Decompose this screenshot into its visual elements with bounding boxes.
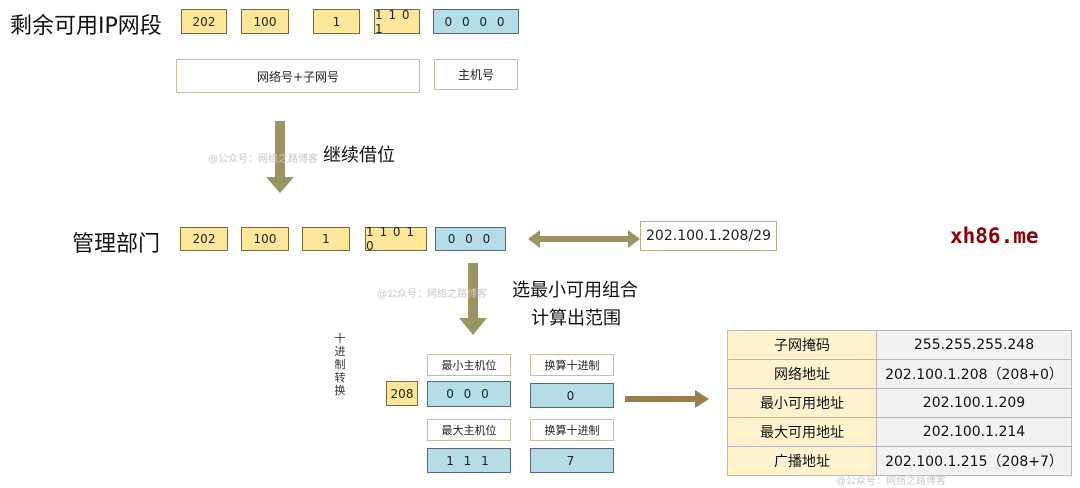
- table-row: 子网掩码 255.255.255.248: [727, 330, 1072, 360]
- row-value: 202.100.1.214: [876, 417, 1072, 447]
- min-decimal: 0: [530, 383, 614, 408]
- min-host-bits: 0 0 0: [427, 381, 511, 407]
- octet-3: 1: [313, 9, 360, 34]
- max-decimal: 7: [530, 448, 614, 473]
- network-subnet-label: 网络号+子网号: [176, 59, 420, 93]
- result-table: 子网掩码 255.255.255.248 网络地址 202.100.1.208（…: [727, 330, 1072, 476]
- double-arrow-icon: [528, 230, 640, 248]
- host-label: 主机号: [434, 59, 518, 90]
- remaining-segment-title: 剩余可用IP网段: [10, 14, 162, 39]
- subnet-bits: 1 1 0 1: [374, 8, 420, 36]
- cidr-box: 202.100.1.208/29: [640, 221, 777, 251]
- watermark: @公众号：网络之路博客: [377, 289, 487, 300]
- max-host-label: 最大主机位: [427, 419, 511, 441]
- table-row: 网络地址 202.100.1.208（208+0）: [727, 359, 1072, 389]
- max-host-bits: 1 1 1: [427, 448, 511, 473]
- table-row: 广播地址 202.100.1.215（208+7）: [727, 446, 1072, 476]
- compute-note-line2: 计算出范围: [531, 308, 621, 329]
- borrow-note: 继续借位: [323, 145, 395, 166]
- row-key: 最小可用地址: [727, 388, 877, 418]
- row-value: 202.100.1.215（208+7）: [876, 446, 1072, 476]
- char: 十: [334, 332, 346, 345]
- watermark: @公众号：网络之路博客: [836, 476, 946, 487]
- char: 进: [334, 345, 346, 358]
- mgmt-host-bits: 0 0 0: [435, 227, 506, 251]
- row-value: 202.100.1.209: [876, 388, 1072, 418]
- mgmt-subnet-bits: 1 1 0 1 0: [365, 225, 427, 253]
- char: 制: [334, 358, 346, 371]
- brand-logo: xh86.me: [950, 224, 1039, 248]
- char: 转: [334, 371, 346, 384]
- row-key: 最大可用地址: [727, 417, 877, 447]
- max-convert-label: 换算十进制: [530, 419, 614, 441]
- management-title: 管理部门: [72, 232, 161, 257]
- char: 换: [334, 384, 346, 397]
- table-row: 最大可用地址 202.100.1.214: [727, 417, 1072, 447]
- base-value: 208: [386, 381, 418, 406]
- decimal-conversion-label: 十 进 制 转 换: [333, 332, 347, 397]
- mgmt-octet-3: 1: [302, 227, 350, 251]
- compute-note-line1: 选最小可用组合: [512, 280, 638, 301]
- watermark: @公众号：网络之路博客: [208, 154, 318, 165]
- octet-2: 100: [241, 9, 289, 34]
- row-key: 子网掩码: [727, 330, 877, 360]
- octet-1: 202: [181, 9, 227, 34]
- row-value: 255.255.255.248: [876, 330, 1072, 360]
- down-arrow-icon: [266, 121, 294, 193]
- min-convert-label: 换算十进制: [530, 354, 614, 376]
- min-host-label: 最小主机位: [427, 354, 511, 376]
- mgmt-octet-2: 100: [241, 227, 289, 251]
- mgmt-octet-1: 202: [180, 227, 228, 251]
- row-key: 网络地址: [727, 359, 877, 389]
- row-key: 广播地址: [727, 446, 877, 476]
- row-value: 202.100.1.208（208+0）: [876, 359, 1072, 389]
- down-arrow-icon: [459, 263, 487, 335]
- host-bits: 0 0 0 0: [433, 9, 519, 34]
- table-row: 最小可用地址 202.100.1.209: [727, 388, 1072, 418]
- right-arrow-icon: [625, 390, 709, 408]
